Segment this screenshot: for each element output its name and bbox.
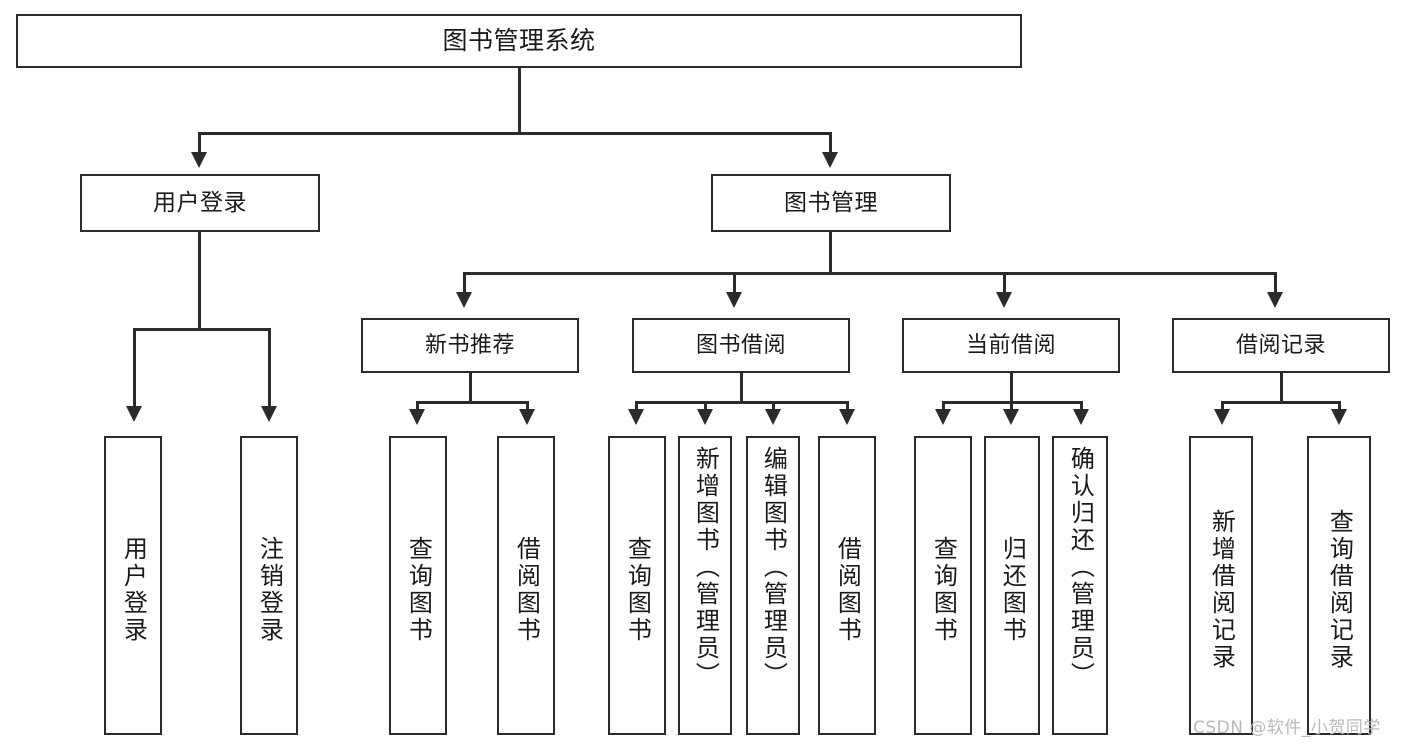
connector-root-bus [198,132,832,135]
connector-root-drop-left [198,132,201,156]
node-current-borrow[interactable]: 当前借阅 [902,318,1120,373]
leaf-borrow-book-borrow[interactable]: 借阅图书 [818,436,876,735]
arrow-to-leaf-query-record [1331,409,1347,425]
leaf-return-book[interactable]: 归还图书 [984,436,1040,735]
node-label: 新书推荐 [424,332,515,358]
connector-bookmanage-bus [463,272,1277,275]
connector-bookmanage-drop-3 [1003,272,1006,296]
connector-currentborrow-drop-2 [1010,401,1013,413]
arrow-to-leaf-edit-book [765,409,781,425]
node-label: 图书管理系统 [442,26,596,56]
arrow-to-leaf-query-book-3 [935,409,951,425]
connector-userlogin-drop-2 [268,328,271,410]
connector-borrowrecord-stem [1280,373,1283,403]
node-borrow-record[interactable]: 借阅记录 [1172,318,1390,373]
connector-userlogin-bus [133,328,270,331]
connector-bookborrow-drop-2 [704,401,707,413]
node-label: 注销登录 [255,535,284,644]
leaf-add-book-admin[interactable]: 新增图书（管理员） [678,436,732,735]
leaf-query-borrow-record[interactable]: 查询借阅记录 [1307,436,1371,735]
arrow-to-leaf-logout [261,406,277,422]
node-user-login[interactable]: 用户登录 [80,174,320,232]
connector-root-drop-right [829,132,832,156]
connector-currentborrow-drop-1 [942,401,945,413]
connector-bookmanage-drop-2 [733,272,736,296]
arrow-to-leaf-add-record [1214,409,1230,425]
leaf-confirm-return-admin[interactable]: 确认归还（管理员） [1052,436,1108,735]
node-label: 编辑图书（管理员） [759,446,788,689]
arrow-to-current-borrow [996,292,1012,308]
arrow-to-user-login [191,152,207,168]
connector-userlogin-stem [198,232,201,330]
node-label: 用户登录 [119,535,148,644]
node-label: 新增借阅记录 [1207,508,1236,671]
node-root-system[interactable]: 图书管理系统 [16,14,1022,68]
node-book-borrow[interactable]: 图书借阅 [632,318,850,373]
connector-newbook-bus [416,401,529,404]
node-label: 当前借阅 [965,332,1056,358]
connector-bookmanage-stem [829,232,832,274]
node-label: 借阅图书 [833,535,862,644]
connector-bookborrow-drop-3 [772,401,775,413]
arrow-to-leaf-add-book [697,409,713,425]
arrow-to-leaf-return-book [1003,409,1019,425]
arrow-to-leaf-user-login [126,406,142,422]
connector-userlogin-drop-1 [133,328,136,410]
node-label: 查询图书 [929,535,958,644]
leaf-borrow-book-recommend[interactable]: 借阅图书 [497,436,555,735]
connector-currentborrow-stem [1010,373,1013,403]
arrow-to-leaf-confirm-return [1073,409,1089,425]
leaf-query-book-borrow[interactable]: 查询图书 [608,436,666,735]
node-label: 查询图书 [623,535,652,644]
leaf-edit-book-admin[interactable]: 编辑图书（管理员） [746,436,800,735]
leaf-query-book-current[interactable]: 查询图书 [914,436,972,735]
connector-borrowrecord-drop-2 [1338,401,1341,413]
node-label: 查询图书 [404,535,433,644]
arrow-to-borrow-record [1267,292,1283,308]
node-label: 借阅记录 [1235,332,1326,358]
leaf-query-book-recommend[interactable]: 查询图书 [389,436,447,735]
leaf-add-borrow-record[interactable]: 新增借阅记录 [1189,436,1253,735]
connector-newbook-stem [469,373,472,403]
connector-bookborrow-bus [635,401,849,404]
connector-borrowrecord-drop-1 [1221,401,1224,413]
leaf-user-login[interactable]: 用户登录 [104,436,162,735]
connector-currentborrow-drop-3 [1080,401,1083,413]
node-label: 图书借阅 [695,332,786,358]
arrow-to-leaf-borrow-book-2 [839,409,855,425]
node-book-manage[interactable]: 图书管理 [711,174,951,232]
node-label: 新增图书（管理员） [691,446,720,689]
connector-newbook-drop-1 [416,401,419,413]
arrow-to-leaf-query-book-1 [409,409,425,425]
node-label: 归还图书 [998,535,1027,644]
connector-bookborrow-stem [740,373,743,403]
node-new-book-recommend[interactable]: 新书推荐 [361,318,579,373]
arrow-to-leaf-borrow-book-1 [519,409,535,425]
arrow-to-book-manage [822,152,838,168]
connector-bookmanage-drop-1 [463,272,466,296]
arrow-to-book-borrow [726,292,742,308]
node-label: 查询借阅记录 [1325,508,1354,671]
node-label: 借阅图书 [512,535,541,644]
connector-borrowrecord-bus [1221,401,1341,404]
node-label: 确认归还（管理员） [1066,446,1095,689]
node-label: 用户登录 [153,189,247,216]
leaf-logout[interactable]: 注销登录 [240,436,298,735]
connector-bookborrow-drop-4 [846,401,849,413]
connector-newbook-drop-2 [526,401,529,413]
connector-root-stem [518,68,521,133]
arrow-to-leaf-query-book-2 [628,409,644,425]
connector-bookborrow-drop-1 [635,401,638,413]
connector-bookmanage-drop-4 [1274,272,1277,296]
arrow-to-new-book [456,292,472,308]
node-label: 图书管理 [784,189,878,216]
